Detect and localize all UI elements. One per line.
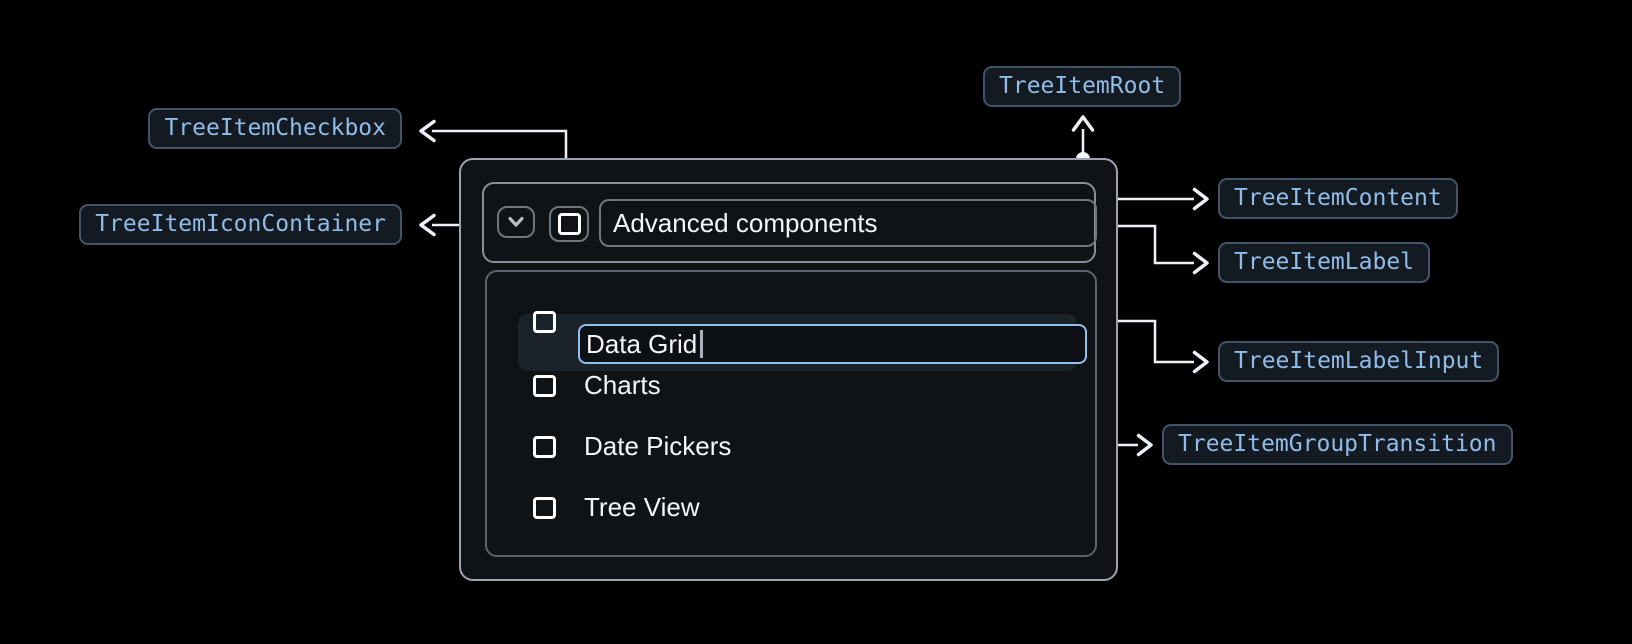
tree-item-row-date-pickers[interactable]: Date Pickers: [487, 418, 1095, 475]
arrowhead-left-icon: [419, 213, 436, 237]
annotation-tree-item-root: TreeItemRoot: [983, 66, 1182, 107]
checkbox-unchecked-icon[interactable]: [533, 435, 556, 458]
annotation-tree-item-checkbox: TreeItemCheckbox: [148, 108, 402, 149]
label-input-value: Data Grid: [586, 328, 698, 359]
chevron-down-icon: [508, 216, 524, 227]
checkbox-unchecked-icon[interactable]: [533, 310, 556, 333]
arrowhead-up-icon: [1071, 115, 1095, 132]
tree-item-label: Date Pickers: [584, 431, 732, 461]
tree-item-row-tree-view[interactable]: Tree View: [487, 479, 1095, 536]
annotation-tree-item-label: TreeItemLabel: [1218, 242, 1431, 283]
tree-item-row-data-grid[interactable]: Data Grid: [487, 293, 1095, 371]
arrowhead-right-icon: [1192, 251, 1209, 275]
arrowhead-right-icon: [1192, 187, 1209, 211]
text-cursor: [700, 330, 704, 358]
tree-item-content[interactable]: Advanced components: [482, 182, 1097, 263]
checkbox-unchecked-icon[interactable]: [533, 496, 556, 519]
tree-item-label[interactable]: Advanced components: [599, 199, 1097, 247]
tree-item-label: Tree View: [584, 492, 700, 522]
expand-collapse-button[interactable]: [497, 206, 535, 238]
annotation-tree-item-group-transition: TreeItemGroupTransition: [1162, 424, 1513, 465]
annotation-tree-item-icon-container: TreeItemIconContainer: [79, 204, 402, 245]
tree-item-group-transition: Data Grid Charts Date Pickers Tree View: [485, 270, 1097, 557]
tree-item-row-charts[interactable]: Charts: [487, 357, 1095, 414]
checkbox-unchecked-icon[interactable]: [533, 374, 556, 397]
annotation-tree-item-label-input: TreeItemLabelInput: [1218, 341, 1500, 382]
tree-item-checkbox-container[interactable]: [549, 206, 589, 242]
arrowhead-right-icon: [1136, 433, 1153, 457]
annotation-tree-item-content: TreeItemContent: [1218, 178, 1458, 219]
arrowhead-left-icon: [419, 119, 436, 143]
tree-item-label-input[interactable]: Data Grid: [578, 324, 1087, 364]
parent-item-label-text: Advanced components: [613, 207, 878, 238]
arrowhead-right-icon: [1192, 350, 1209, 374]
tree-item-root: Advanced components Data Grid Charts D: [459, 158, 1118, 581]
checkbox-unchecked-icon: [557, 213, 581, 235]
tree-item-label: Charts: [584, 370, 661, 400]
